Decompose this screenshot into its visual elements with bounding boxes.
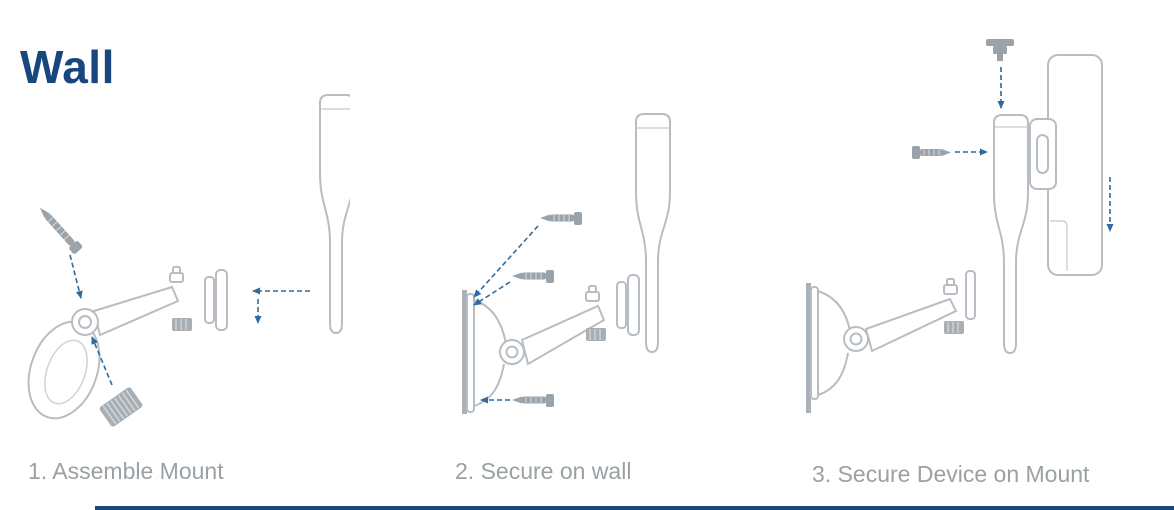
step3-caption: 3. Secure Device on Mount — [812, 461, 1090, 487]
step2-illustration — [440, 100, 685, 435]
device-icon — [1047, 54, 1103, 276]
wall-icon — [462, 290, 467, 414]
wall-mount-icon — [810, 270, 976, 400]
device-clip-icon — [993, 114, 1029, 355]
screw-icon — [39, 207, 83, 254]
device-clip-icon — [319, 94, 355, 335]
step2-caption: 2. Secure on wall — [455, 458, 632, 484]
screw-icon — [986, 39, 1014, 61]
wall-mount-icon — [466, 274, 640, 413]
screw-icon — [512, 394, 554, 407]
assembly-arrow — [473, 225, 539, 298]
step3-illustration — [790, 15, 1174, 445]
thumbscrew-icon — [99, 387, 143, 427]
wall-icon — [806, 283, 811, 413]
wall-mount-icon — [27, 266, 228, 420]
step1-illustration — [20, 85, 355, 450]
slot-bracket-icon — [1029, 118, 1057, 190]
screw-icon — [540, 212, 582, 225]
screw-icon — [912, 146, 951, 159]
assembly-arrow — [473, 281, 511, 306]
step1-caption: 1. Assemble Mount — [28, 458, 224, 484]
screw-icon — [512, 270, 554, 283]
device-clip-icon — [635, 113, 671, 354]
assembly-arrow — [69, 254, 83, 299]
page-title: Wall — [20, 41, 115, 93]
assembly-arrow — [91, 336, 113, 386]
footer-rule — [95, 506, 1174, 510]
